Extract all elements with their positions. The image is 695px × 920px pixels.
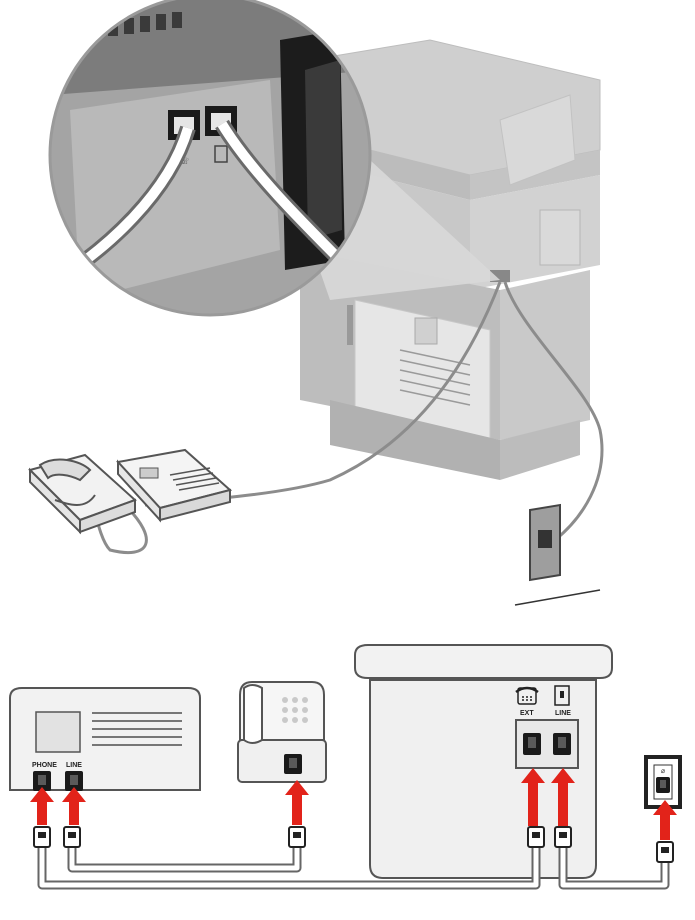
line-port-label: LINE: [66, 762, 82, 769]
telephone-handset-icon: [515, 686, 539, 705]
wall-jack: ⌀: [644, 755, 682, 809]
phone-port-label: PHONE: [32, 762, 57, 769]
phone-port: PHONE: [32, 762, 57, 791]
svg-text:☏: ☏: [178, 156, 189, 166]
printer-line-port: [553, 733, 571, 755]
bottom-schematic: PHONE LINE: [9, 644, 682, 890]
top-illustration: ☏: [28, 0, 604, 606]
printer-ext-label: EXT: [520, 710, 534, 717]
printer-line-label: LINE: [555, 710, 571, 717]
answering-machine: PHONE LINE: [9, 687, 201, 791]
line-port: LINE: [65, 762, 83, 791]
arrow-up-icon: [30, 768, 677, 840]
svg-text:⌀: ⌀: [661, 768, 665, 775]
printer-ext-port: [523, 733, 541, 755]
wall-jack-icon: [554, 685, 570, 706]
printer: EXT LINE: [354, 644, 613, 879]
answering-machine-illustration: [116, 448, 233, 523]
telephone-port: [284, 754, 302, 774]
port-zoom-callout: ☏: [48, 0, 372, 317]
telephone-illustration: [28, 453, 137, 535]
wall-jack-illustration: [514, 503, 601, 606]
schematic-cables: [37, 845, 670, 890]
telephone: [237, 681, 327, 783]
